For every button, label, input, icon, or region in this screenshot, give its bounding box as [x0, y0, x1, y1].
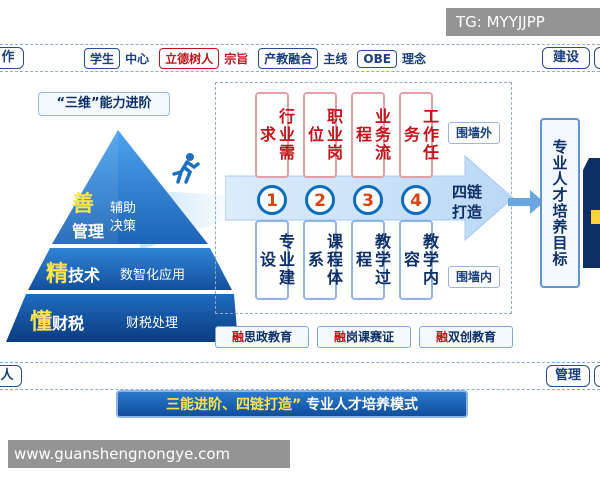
column-curriculum: 课程体系 — [303, 220, 343, 300]
column-text: 专业建设 — [257, 233, 295, 287]
step-number: 2 — [305, 185, 335, 215]
pyramid-heading: “三维”能力进阶 — [38, 92, 170, 116]
runner-icon — [172, 153, 200, 184]
fusion-prefix: 融 — [333, 330, 346, 344]
principle-student: 学生 中心 — [84, 48, 149, 69]
right-edge-block — [583, 158, 600, 268]
fusion-prefix: 融 — [435, 330, 448, 344]
goal-text: 专业人才培养目标 — [550, 139, 569, 267]
principle-pill: 学生 — [84, 48, 121, 69]
column-text: 业务流程 — [353, 108, 391, 162]
column-industry-demand: 行业需求 — [255, 92, 295, 178]
goal-column: 专业人才培养目标 — [540, 118, 580, 288]
pyramid-shade — [52, 130, 118, 244]
pyramid-level-middle — [28, 248, 232, 290]
principle-moral: 立德树人 宗旨 — [159, 48, 248, 69]
bottom-right-labels: 管理 — [546, 365, 600, 387]
column-business-process: 业务流程 — [351, 92, 391, 178]
principle-industry: 产教融合 主线 — [258, 48, 347, 69]
pyramid-bottom-rest: 财税 — [52, 314, 85, 333]
principle-text: 主线 — [323, 52, 348, 66]
mode-banner: 三能进阶、四链打造” 专业人才培养模式 — [116, 390, 468, 418]
principle-text: 宗旨 — [224, 52, 249, 66]
pyramid-top-desc: 辅助 决策 — [110, 201, 137, 234]
fusion-text: 岗课赛证 — [346, 330, 395, 344]
top-right-labels: 建设 共 — [542, 47, 600, 69]
wall-outside-label: 围墙外 — [448, 122, 500, 144]
pyramid-middle-desc: 数智化应用 — [120, 268, 186, 283]
pyramid-level-top — [52, 130, 208, 244]
top-columns: 行业需求 职业岗位 业务流程 工作任务 — [255, 92, 439, 178]
column-text: 职业岗位 — [305, 108, 343, 162]
column-text: 课程体系 — [305, 233, 343, 287]
pyramid-level-bottom — [6, 294, 238, 342]
pyramid-middle-char: 精 — [46, 262, 69, 287]
pyramid-bottom-text: 懂财税 — [30, 304, 84, 336]
step-number: 3 — [353, 185, 383, 215]
column-text: 教学内容 — [401, 233, 439, 287]
principle-pill: OBE — [357, 50, 397, 68]
bottom-right-cut-box — [594, 365, 600, 387]
four-chain-label: 四链 打造 — [452, 183, 483, 221]
column-teaching-content: 教学内容 — [399, 220, 439, 300]
column-teaching-process: 教学过程 — [351, 220, 391, 300]
step-number: 1 — [257, 185, 287, 215]
fusion-item-innovation: 融双创教育 — [419, 326, 513, 348]
principle-pill: 产教融合 — [258, 48, 319, 69]
watermark-tg: TG: MYYJJPP — [446, 8, 600, 36]
principle-obe: OBE 理念 — [357, 48, 426, 69]
wall-inside-label: 围墙内 — [448, 266, 500, 288]
goal-arrow — [508, 190, 544, 214]
fusion-row: 融思政教育 融岗课赛证 融双创教育 — [215, 326, 513, 348]
column-work-task: 工作任务 — [399, 92, 439, 178]
bottom-band — [0, 362, 600, 390]
pyramid-top-char: 善 — [72, 192, 95, 217]
fusion-text: 思政教育 — [244, 330, 293, 344]
principle-text: 中心 — [125, 52, 150, 66]
top-right-label: 建设 — [542, 47, 590, 69]
pyramid-bottom-desc: 财税处理 — [126, 316, 179, 331]
top-left-label: 作 — [0, 47, 24, 69]
pyramid-top-text: 善 管理 — [72, 186, 132, 242]
pyramid-middle-text: 精技术 — [46, 256, 100, 288]
watermark-url: www.guanshengnongye.com — [8, 440, 290, 468]
pyramid-bottom-char: 懂 — [30, 310, 53, 335]
fusion-text: 双创教育 — [448, 330, 497, 344]
bottom-right-label: 管理 — [546, 365, 590, 387]
pyramid-top-rest: 管理 — [72, 222, 105, 241]
column-major-construction: 专业建设 — [255, 220, 295, 300]
number-row: 1 2 3 4 — [257, 185, 431, 215]
bottom-columns: 专业建设 课程体系 教学过程 教学内容 — [255, 220, 439, 300]
mode-banner-rest: 专业人才培养模式 — [306, 397, 419, 413]
principle-pill: 立德树人 — [159, 48, 220, 69]
fusion-prefix: 融 — [231, 330, 244, 344]
column-text: 工作任务 — [401, 108, 439, 162]
column-text: 行业需求 — [257, 108, 295, 162]
top-right-cut-label: 共 — [594, 47, 600, 69]
step-number: 4 — [401, 185, 431, 215]
mode-banner-highlight: 三能进阶、四链打造” — [165, 397, 302, 413]
column-text: 教学过程 — [353, 233, 391, 287]
column-job-position: 职业岗位 — [303, 92, 343, 178]
top-principles: 学生 中心 立德树人 宗旨 产教融合 主线 OBE 理念 — [84, 48, 426, 69]
pyramid — [6, 130, 238, 342]
top-band — [0, 44, 600, 72]
pyramid-middle-rest: 技术 — [68, 266, 101, 285]
bottom-left-label: 人 — [0, 365, 22, 387]
fusion-item-ideology: 融思政教育 — [215, 326, 309, 348]
principle-text: 理念 — [402, 52, 427, 66]
fusion-item-courses: 融岗课赛证 — [317, 326, 411, 348]
